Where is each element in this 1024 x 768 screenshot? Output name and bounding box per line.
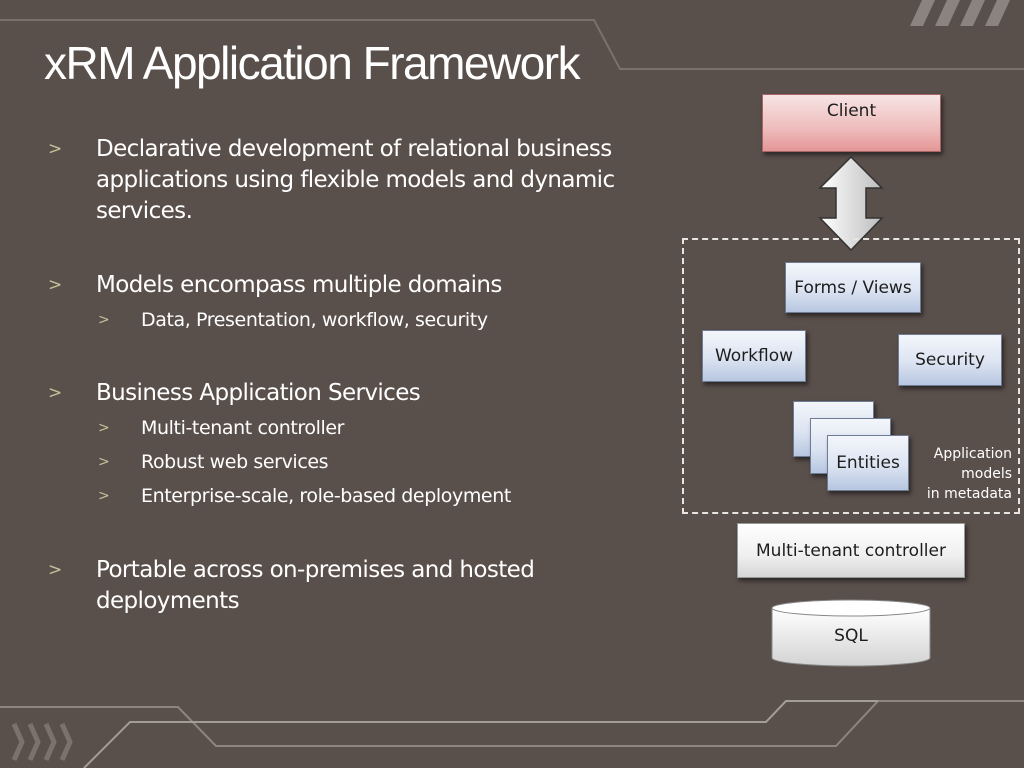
database-cylinder-icon [771,599,931,667]
bullet-text: Portable across on-premises and hosted d… [96,557,535,614]
slide-title: xRM Application Framework [44,37,581,89]
app-models-label-line: in metadata [926,486,1012,502]
bullet-text: Declarative development of relational bu… [96,136,615,224]
bullet-marker-icon: > [48,383,62,403]
bullet-marker-icon: > [48,275,62,295]
bullet-marker-icon: > [98,312,110,328]
sub-bullet-item: > Robust web services [44,449,661,475]
bullet-marker-icon: > [48,560,62,580]
bullet-text: Business Application Services [96,380,421,406]
bottom-line-2 [83,700,878,768]
bullet-item: > Business Application Services [44,378,656,409]
forms-views-box: Forms / Views [785,262,921,313]
bullet-item: > Portable across on-premises and hosted… [44,555,656,617]
bullet-item: > Models encompass multiple domains [44,270,656,301]
workflow-box: Workflow [702,330,806,382]
bottom-line-1 [0,700,1024,747]
sub-bullet-item: > Multi-tenant controller [44,415,661,441]
sub-bullet-text: Data, Presentation, workflow, security [141,309,488,331]
bidirectional-arrow-icon [818,155,884,252]
client-box: Client [762,94,941,152]
top-accent-line [0,19,1024,70]
bullet-text: Models encompass multiple domains [96,272,502,298]
bullet-marker-icon: > [98,488,110,504]
bullet-marker-icon: > [98,420,110,436]
sub-bullet-text: Enterprise-scale, role-based deployment [141,485,511,507]
top-stripes-icon [910,0,1010,26]
bullet-marker-icon: > [98,454,110,470]
sql-database-label: SQL [834,626,868,646]
bullet-item: > Declarative development of relational … [44,134,656,227]
entities-box: Entities [827,435,909,491]
sub-bullet-item: > Enterprise-scale, role-based deploymen… [44,483,661,509]
app-models-label-line: models [961,466,1012,482]
multi-tenant-controller-box: Multi-tenant controller [737,523,965,578]
chevrons-icon [11,722,73,762]
sub-bullet-text: Multi-tenant controller [141,417,345,439]
app-models-boundary [682,238,1020,514]
sub-bullet-text: Robust web services [141,451,329,473]
sub-bullet-item: > Data, Presentation, workflow, security [44,307,661,333]
app-models-label: Application models in metadata [912,444,1012,504]
app-models-label-line: Application [933,446,1012,462]
bullet-marker-icon: > [48,139,62,159]
security-box: Security [898,334,1002,386]
